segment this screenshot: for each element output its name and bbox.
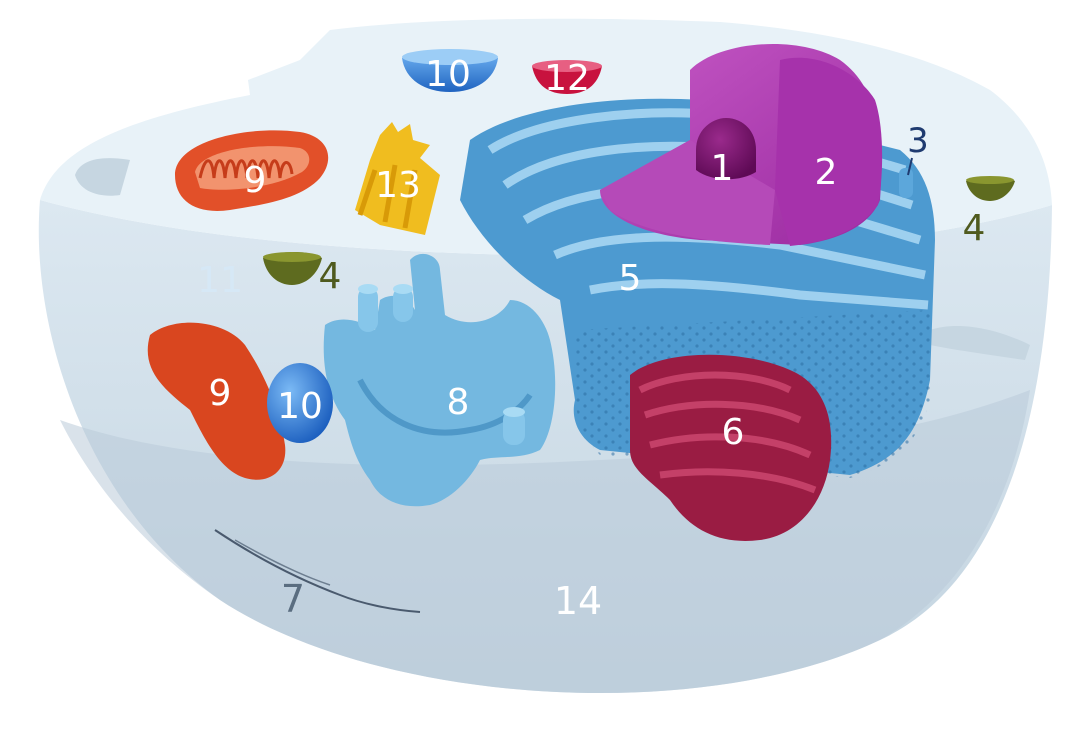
ribosome-pointer (907, 157, 913, 176)
label-golgi: 6 (722, 412, 745, 453)
cytoskeleton-fiber (214, 529, 421, 613)
label-centrosome: 13 (375, 165, 421, 206)
mitochondrion-bottom (147, 322, 286, 480)
lysosome (532, 60, 602, 94)
label-vesicle-right: 4 (963, 208, 986, 249)
vacuole-top (402, 49, 498, 92)
label-lysosome: 12 (544, 58, 590, 99)
vesicle-left (263, 252, 322, 285)
golgi-apparatus (630, 354, 832, 541)
labels: 1 2 3 4 4 5 6 7 8 9 9 10 10 11 12 13 14 (197, 54, 985, 623)
label-nucleus: 2 (815, 152, 838, 193)
vacuole-bottom (267, 363, 333, 443)
label-ribosome: 3 (907, 121, 929, 161)
smooth-endoplasmic-reticulum (323, 253, 556, 507)
label-mitochondrion-top: 9 (244, 160, 267, 201)
label-smooth-er: 8 (447, 382, 470, 423)
label-mitochondrion-bottom: 9 (209, 373, 232, 414)
label-vacuole-top: 10 (425, 54, 471, 95)
label-nucleolus: 1 (711, 148, 734, 189)
nucleolus (696, 118, 756, 180)
label-rough-er: 5 (619, 258, 642, 299)
vesicle-right (966, 176, 1015, 201)
label-vesicle-left: 4 (319, 256, 342, 297)
label-cytosol: 11 (197, 260, 243, 301)
mitochondrion-top (175, 130, 329, 211)
label-cytoskeleton: 7 (281, 577, 305, 621)
label-cell-membrane: 14 (554, 579, 602, 623)
centrosome (355, 122, 440, 235)
label-vacuole-bottom: 10 (277, 386, 323, 427)
